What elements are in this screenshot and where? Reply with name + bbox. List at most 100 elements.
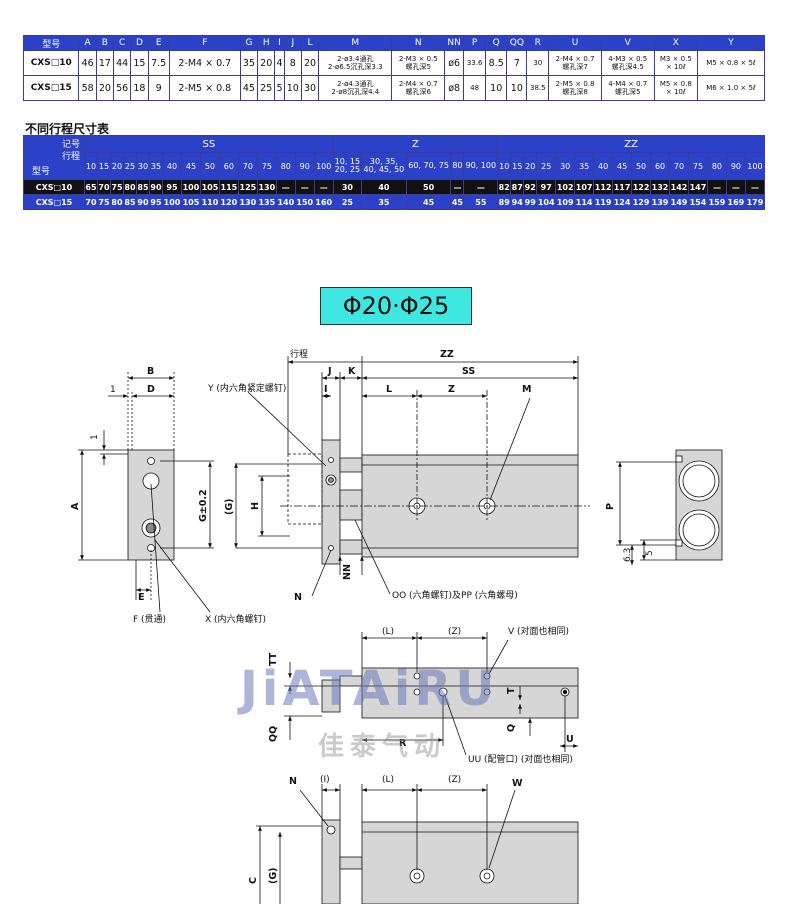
table-cell: 56 xyxy=(113,75,132,101)
table-cell: 129 xyxy=(631,194,652,210)
table-cell: 87 xyxy=(510,179,525,195)
group-z: Z xyxy=(332,135,499,153)
table-cell: 114 xyxy=(574,194,595,210)
label-l-ref: (L) xyxy=(382,627,394,637)
table-cell: 17 xyxy=(95,50,115,76)
table-cell: 33.6 xyxy=(463,50,487,76)
table-cell: 107 xyxy=(574,179,595,195)
label-y: Y (内六角紧定螺钉) xyxy=(207,382,286,394)
table-cell: 20 xyxy=(300,50,320,76)
table-cell: 20 xyxy=(95,75,115,101)
label-p: P xyxy=(605,503,616,510)
table-cell: CXS□10 xyxy=(22,50,80,76)
corner-stroke-label: 行程 xyxy=(61,152,80,162)
stroke-header: 35 xyxy=(149,152,163,180)
stroke-header: 15 xyxy=(510,152,525,180)
label-six-three: 6.3 xyxy=(623,548,633,562)
stroke-header: 40 xyxy=(162,152,182,180)
label-v: V (对面也相同) xyxy=(508,625,569,637)
cell-line: 4-M3 × 0.5 xyxy=(608,54,648,63)
table-cell: 100 xyxy=(180,179,201,195)
stroke-header: 60 xyxy=(650,152,671,180)
table-cell: 82 xyxy=(497,179,512,195)
table-cell: 18 xyxy=(130,75,149,101)
label-ss: SS xyxy=(462,366,475,377)
label-g-bottom: (G) xyxy=(268,868,279,884)
table-cell: 135 xyxy=(256,194,277,210)
group-zz: ZZ xyxy=(497,135,765,153)
stroke-header: 30, 35,40, 45, 50 xyxy=(361,152,407,180)
table-cell: 30 xyxy=(300,75,320,101)
cell-line: × 10ℓ xyxy=(665,88,686,96)
z-header-line: 40, 45, 50 xyxy=(363,165,405,174)
table-cell: 75 xyxy=(97,194,111,210)
label-c: C xyxy=(248,877,259,884)
table-cell: 7.5 xyxy=(147,50,170,76)
label-z: Z xyxy=(448,384,455,395)
label-w: W xyxy=(512,778,523,789)
table-cell: 115 xyxy=(218,179,239,195)
label-k: K xyxy=(348,366,356,377)
header-cell: E xyxy=(147,35,170,51)
table-cell: 35 xyxy=(361,194,407,210)
label-oo-pp: OO (六角螺钉)及PP (六角螺母) xyxy=(392,589,518,601)
table-cell: 92 xyxy=(523,179,538,195)
cylinder-bottom-view xyxy=(256,784,579,904)
table-cell: — xyxy=(313,179,334,195)
end-plate-front-view xyxy=(78,372,214,613)
label-one: 1 xyxy=(110,385,116,395)
table-cell: 150 xyxy=(294,194,315,210)
label-j: J xyxy=(327,366,332,377)
table-cell: M5 × 0.8× 10ℓ xyxy=(653,75,699,101)
cell-line: 2-ø8沉孔深4.4 xyxy=(331,88,380,96)
table-cell: 45 xyxy=(450,194,465,210)
table-cell: 85 xyxy=(136,179,150,195)
stroke-header: 45 xyxy=(180,152,201,180)
label-five: 5 xyxy=(645,550,655,556)
cell-line: 2-ø4.3通孔 xyxy=(337,79,374,88)
stroke-table-title: 不同行程尺寸表 xyxy=(25,122,110,136)
group-ss: SS xyxy=(84,135,334,153)
corner-model-label: 型号 xyxy=(32,167,51,177)
table-cell: 159 xyxy=(706,194,727,210)
header-cell: Y xyxy=(697,35,765,51)
stroke-header: 60, 70, 75 xyxy=(405,152,452,180)
stroke-header: 80 xyxy=(706,152,727,180)
table-cell: 154 xyxy=(687,194,708,210)
cylinder-top-view xyxy=(284,632,579,756)
cell-line: 螺孔深5 xyxy=(405,63,431,71)
table-cell: CXS□15 xyxy=(23,194,85,210)
corner-symbol-label: 记号 xyxy=(61,140,80,150)
label-u: U xyxy=(566,734,574,745)
table-cell: 160 xyxy=(313,194,334,210)
table-cell: 95 xyxy=(149,194,163,210)
stroke-header: 90, 100 xyxy=(463,152,499,180)
table-cell: M5 × 0.8 × 5ℓ xyxy=(697,50,765,76)
z-header-line: 90, 100 xyxy=(465,161,497,170)
table-cell: 169 xyxy=(725,194,746,210)
table-cell: 80 xyxy=(123,179,137,195)
cell-line: 2-M4 × 0.7 xyxy=(555,54,595,63)
table-cell: 99 xyxy=(523,194,538,210)
header-cell: X xyxy=(653,35,699,51)
table-cell: 105 xyxy=(180,194,201,210)
cell-line: 螺孔深8 xyxy=(562,88,588,96)
header-cell: Q xyxy=(485,35,508,51)
z-header-line: 60, 70, 75 xyxy=(408,161,449,170)
table-cell: 7 xyxy=(506,50,528,76)
table-cell: 120 xyxy=(218,194,239,210)
label-g-tolerance: G±0.2 xyxy=(198,489,209,522)
cell-line: 2-M4 × 0.7 xyxy=(398,79,438,88)
cell-line: 4-M4 × 0.7 xyxy=(608,79,648,88)
label-stroke: 行程 xyxy=(290,348,308,360)
label-a: A xyxy=(70,502,81,510)
table-cell: 140 xyxy=(275,194,296,210)
header-cell: NN xyxy=(444,35,465,51)
